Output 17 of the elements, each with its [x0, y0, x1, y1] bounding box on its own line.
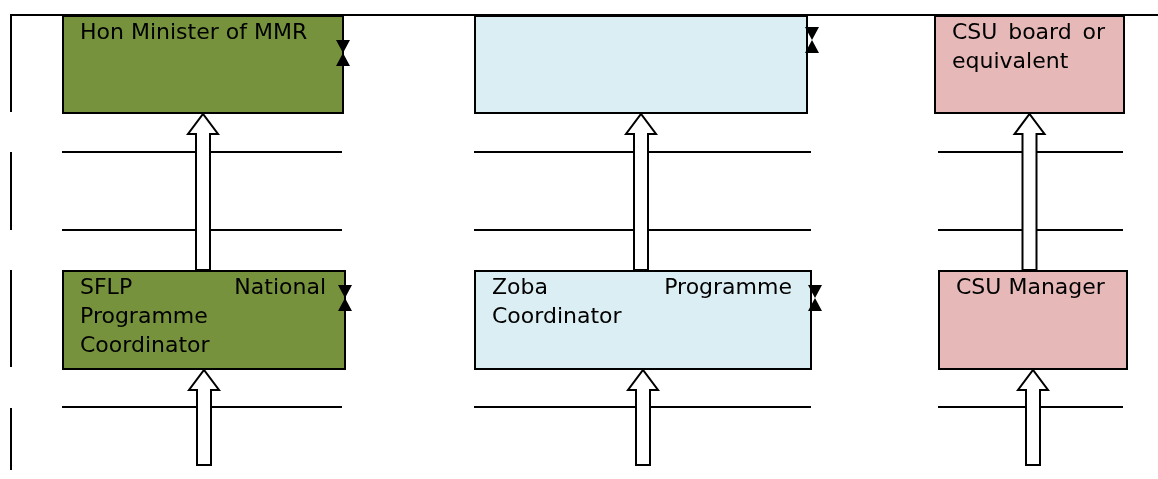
- block-arrow: [1012, 112, 1047, 271]
- block-arrow: [187, 368, 221, 466]
- role-label: Zoba Programme Coordinator: [492, 273, 792, 330]
- block-arrow: [1016, 368, 1050, 466]
- block-arrow: [186, 112, 220, 271]
- org-box: [934, 15, 1125, 114]
- role-label: CSU board or equivalent: [952, 18, 1105, 75]
- org-box: [62, 270, 346, 370]
- org-box: [938, 270, 1128, 370]
- org-box: [474, 270, 812, 370]
- role-label: SFLP National Programme Coordinator: [80, 273, 326, 359]
- role-label: Hon Minister of MMR: [80, 18, 309, 46]
- block-arrow: [626, 368, 660, 466]
- role-label: CSU Manager: [956, 273, 1106, 301]
- block-arrow: [624, 112, 658, 271]
- empty-box: [474, 15, 808, 114]
- org-box: [62, 15, 344, 114]
